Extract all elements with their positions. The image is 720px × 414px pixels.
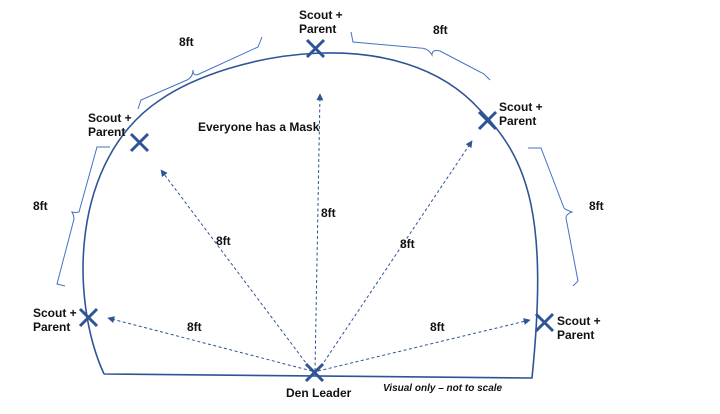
participant-label-right: Scout + Parent <box>557 314 604 342</box>
label-line2: Parent <box>299 22 336 36</box>
arrow-right <box>317 318 531 372</box>
participant-label-top: Scout + Parent <box>299 8 346 36</box>
ray-label-right: 8ft <box>430 320 445 334</box>
participant-labels: Scout + Parent Scout + Parent Scout + Pa… <box>33 8 604 342</box>
arrow-top <box>314 93 324 372</box>
label-line2: Parent <box>499 114 536 128</box>
participant-marker-top <box>305 38 326 59</box>
participant-label-upper-left: Scout + Parent <box>88 111 135 139</box>
brace-label-left: 8ft <box>33 199 48 213</box>
ray-label-top: 8ft <box>321 206 336 220</box>
ray-label-left: 8ft <box>187 320 202 334</box>
participant-label-upper-right: Scout + Parent <box>499 100 546 128</box>
label-line1: Scout + <box>88 111 132 125</box>
spacing-braces <box>56 31 579 287</box>
arrow-left <box>107 316 313 372</box>
label-line2: Parent <box>88 125 125 139</box>
brace-label-right: 8ft <box>589 199 604 213</box>
brace-left <box>56 146 110 287</box>
label-line1: Scout + <box>33 306 77 320</box>
ray-label-upper-right: 8ft <box>400 237 415 251</box>
leader-marker <box>304 362 325 383</box>
arrow-upper-right <box>317 140 473 372</box>
participant-markers <box>78 38 555 333</box>
ray-label-upper-left: 8ft <box>216 234 231 248</box>
participant-marker-upper-right <box>477 110 498 131</box>
brace-right <box>528 147 579 287</box>
label-line2: Parent <box>33 320 70 334</box>
label-line1: Scout + <box>299 8 343 22</box>
brace-upper-left <box>137 36 263 110</box>
participant-marker-left <box>78 307 99 328</box>
brace-label-upper-right: 8ft <box>433 23 448 37</box>
participant-marker-right <box>534 312 555 333</box>
distance-arrows <box>107 93 531 372</box>
label-line2: Parent <box>557 328 594 342</box>
label-line1: Scout + <box>557 314 601 328</box>
brace-label-upper-left: 8ft <box>179 35 194 49</box>
arrow-upper-left <box>160 169 313 372</box>
circle-boundary <box>82 52 539 379</box>
center-message: Everyone has a Mask <box>198 120 320 134</box>
brace-labels: 8ft 8ft 8ft 8ft <box>33 23 604 213</box>
ray-labels: 8ft 8ft 8ft 8ft 8ft <box>187 206 445 334</box>
participant-label-left: Scout + Parent <box>33 306 80 334</box>
label-line1: Scout + <box>499 100 543 114</box>
footnote: Visual only – not to scale <box>383 383 503 394</box>
brace-upper-right <box>350 31 491 81</box>
leader-label: Den Leader <box>286 386 352 400</box>
participant-marker-upper-left <box>129 132 150 153</box>
